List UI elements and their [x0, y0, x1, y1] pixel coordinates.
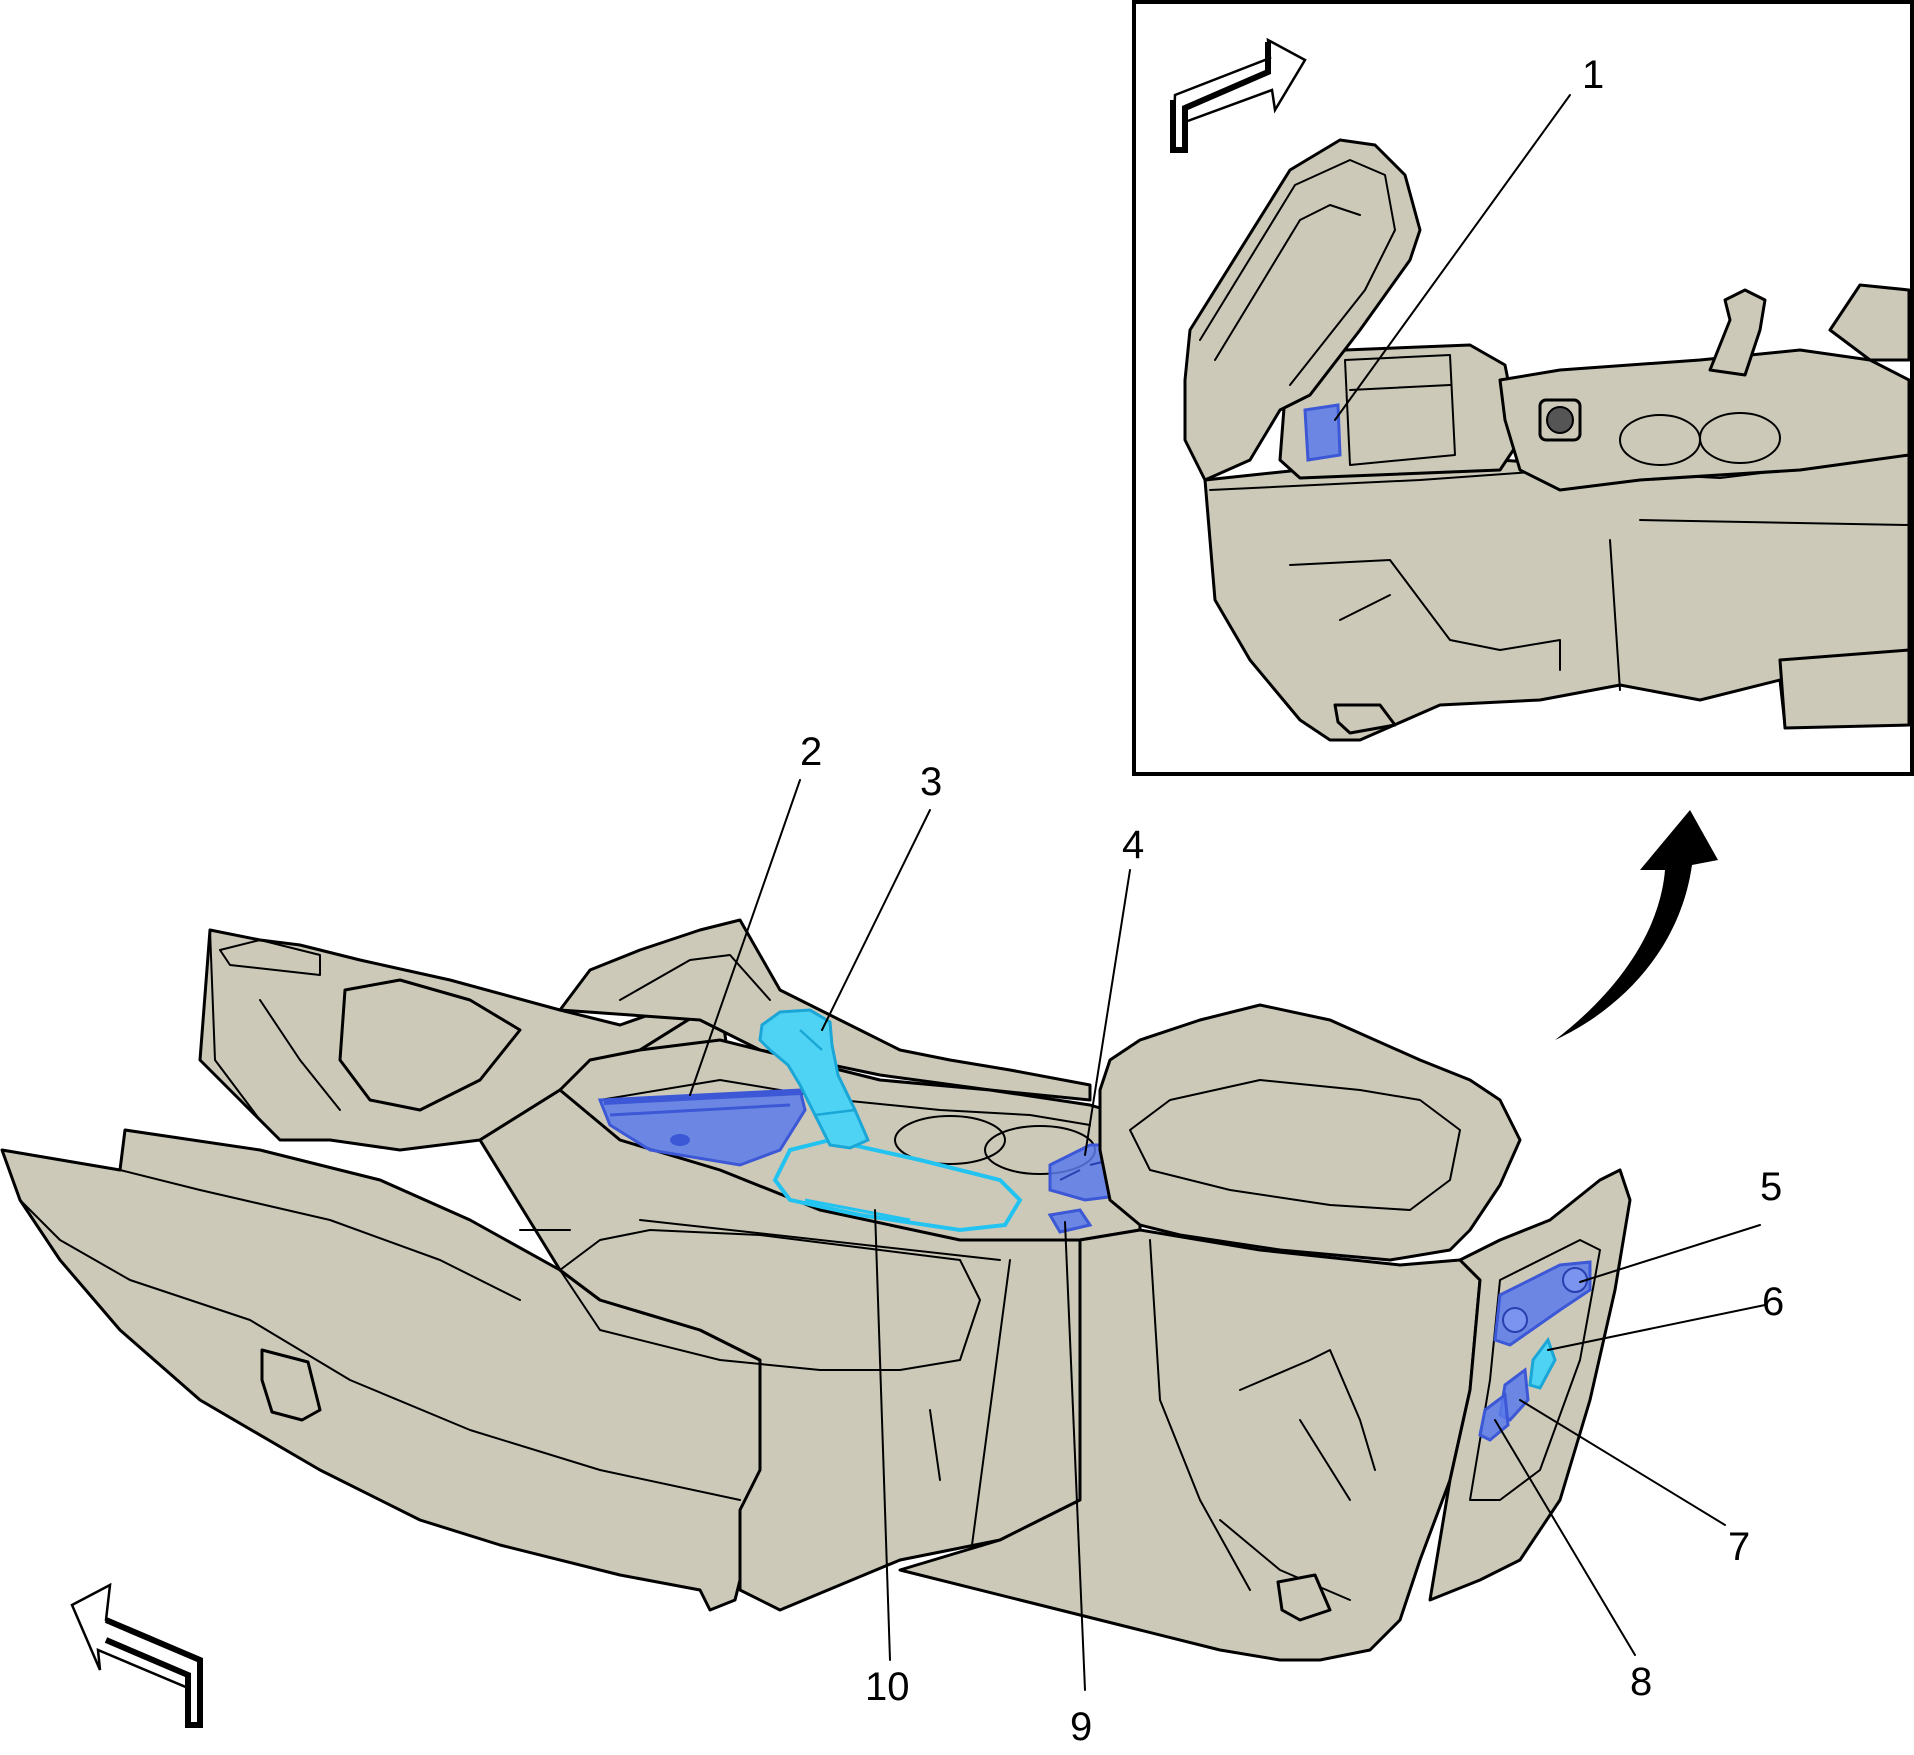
leader-9: [1064, 1221, 1086, 1691]
leader-8: [1494, 1419, 1636, 1656]
inset-armrest-lid: [1183, 138, 1422, 482]
component-6-highlight: [1528, 1336, 1557, 1390]
callout-7: 7: [1728, 1525, 1750, 1569]
component-3-highlight: [758, 1008, 870, 1150]
component-2-highlight: [597, 1088, 807, 1167]
leader-1: [1334, 94, 1571, 421]
leader-10: [874, 1209, 891, 1661]
direction-arrow-icon: [70, 1582, 203, 1728]
rear-badge: [1276, 1573, 1332, 1622]
inset-shift-knob: [1708, 288, 1767, 377]
inset-right-bolster: [1828, 283, 1911, 362]
leader-7: [1519, 1399, 1726, 1526]
inset-view: [1132, 0, 1914, 776]
inset-cupholder-area: [1498, 348, 1911, 492]
leader-4: [1084, 869, 1131, 1156]
callout-9: 9: [1070, 1705, 1092, 1749]
leader-6: [1547, 1304, 1766, 1351]
leader-5: [1579, 1224, 1761, 1283]
callout-10: 10: [865, 1665, 910, 1709]
armrest-lid-closed: [1098, 1003, 1522, 1262]
callout-labels: 1 2 3 4 5 6 7 8 9 10: [800, 53, 1784, 1749]
callout-2: 2: [800, 730, 822, 774]
inset-rear-panel: [1778, 648, 1911, 730]
inset-badge: [1333, 703, 1397, 735]
console-rear-body: [898, 1228, 1482, 1662]
component-9-highlight: [1047, 1208, 1093, 1234]
callout-4: 4: [1122, 823, 1144, 867]
front-storage-pocket: [338, 978, 522, 1112]
leader-3: [821, 809, 931, 1031]
direction-arrow-icon: [1170, 37, 1307, 153]
leader-2: [689, 779, 801, 1096]
callout-8: 8: [1630, 1660, 1652, 1704]
callout-3: 3: [920, 760, 942, 804]
callout-6: 6: [1762, 1280, 1784, 1324]
callout-5: 5: [1760, 1165, 1782, 1209]
component-10-highlight: [772, 1137, 1023, 1233]
console-center-bolster: [558, 918, 1092, 1102]
component-1-highlight: [1303, 403, 1342, 462]
front-badge: [260, 1348, 322, 1422]
callout-1: 1: [1582, 53, 1604, 97]
leader-lines: [689, 94, 1766, 1691]
lift-arrow-icon: [1555, 810, 1718, 1040]
main-console-view: [0, 918, 1632, 1728]
